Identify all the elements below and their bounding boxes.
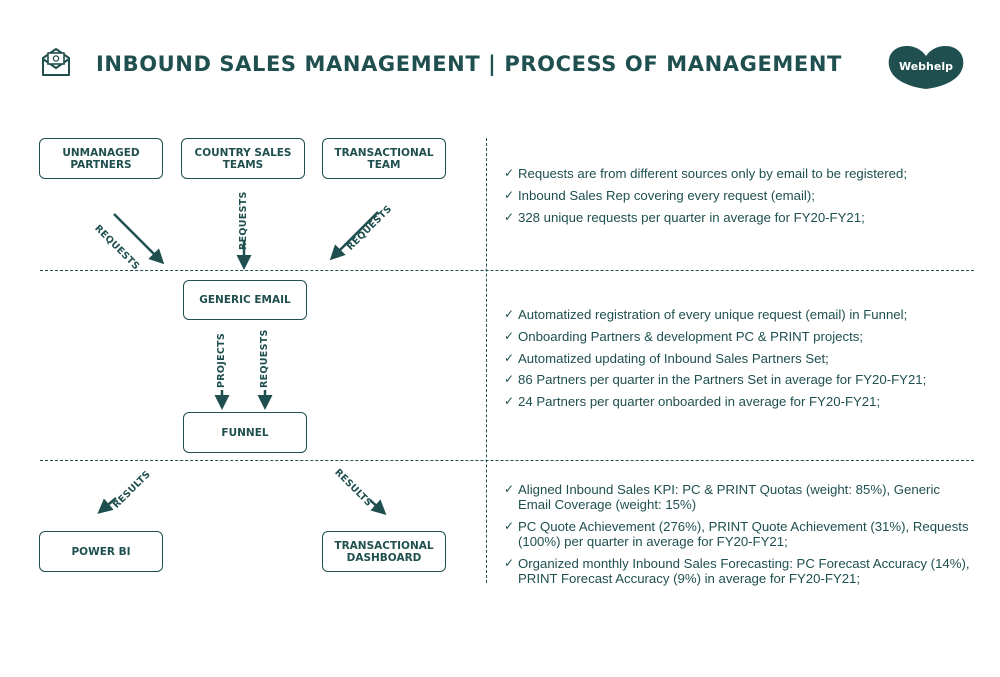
check-icon: ✓ — [504, 394, 515, 409]
section3-bullets: ✓Aligned Inbound Sales KPI: PC & PRINT Q… — [504, 482, 974, 592]
logo-text: Webhelp — [898, 60, 953, 73]
section-divider-2 — [40, 460, 974, 461]
arrow-label-requests-down: REQUESTS — [259, 329, 270, 388]
transactional-dashboard-box: TRANSACTIONAL DASHBOARD — [322, 531, 446, 572]
power-bi-box: POWER BI — [39, 531, 163, 572]
list-item: ✓86 Partners per quarter in the Partners… — [504, 372, 927, 388]
page-title: INBOUND SALES MANAGEMENT | PROCESS OF MA… — [96, 52, 842, 76]
check-icon: ✓ — [504, 187, 515, 202]
check-icon: ✓ — [504, 372, 515, 387]
list-item: ✓Onboarding Partners & development PC & … — [504, 328, 863, 344]
list-item: ✓Organized monthly Inbound Sales Forecas… — [504, 555, 970, 586]
unmanaged-partners-box: UNMANAGED PARTNERS — [39, 138, 163, 179]
arrow-label-projects: PROJECTS — [216, 332, 227, 388]
arrow-transactional-to-email — [329, 211, 379, 261]
check-icon: ✓ — [504, 209, 515, 224]
list-item: ✓Requests are from different sources onl… — [504, 166, 907, 181]
transactional-team-box: TRANSACTIONAL TEAM — [322, 138, 446, 179]
check-icon: ✓ — [504, 555, 515, 570]
country-sales-teams-box: COUNTRY SALES TEAMS — [181, 138, 305, 179]
list-item: ✓Aligned Inbound Sales KPI: PC & PRINT Q… — [504, 482, 940, 512]
section1-bullets: ✓Requests are from different sources onl… — [504, 166, 974, 231]
check-icon: ✓ — [504, 350, 515, 365]
arrow-label-requests-mid: REQUESTS — [238, 191, 249, 250]
arrow-funnel-to-dashboard — [369, 499, 387, 516]
check-icon: ✓ — [504, 482, 515, 496]
generic-email-box: GENERIC EMAIL — [183, 280, 307, 320]
section2-bullets: ✓Automatized registration of every uniqu… — [504, 307, 974, 416]
mail-icon — [42, 48, 70, 76]
check-icon: ✓ — [504, 166, 515, 180]
list-item: ✓PC Quote Achievement (276%), PRINT Quot… — [504, 518, 969, 549]
check-icon: ✓ — [504, 518, 515, 533]
list-item: ✓Automatized updating of Inbound Sales P… — [504, 350, 829, 366]
check-icon: ✓ — [504, 328, 515, 343]
webhelp-logo-icon — [888, 46, 964, 89]
arrow-funnel-to-powerbi — [97, 497, 117, 514]
list-item: ✓328 unique requests per quarter in aver… — [504, 209, 865, 225]
list-item: ✓Inbound Sales Rep covering every reques… — [504, 187, 815, 203]
list-item: ✓Automatized registration of every uniqu… — [504, 307, 908, 322]
check-icon: ✓ — [504, 307, 515, 321]
arrow-unmanaged-to-email — [113, 213, 165, 265]
section-divider-1 — [40, 270, 974, 271]
funnel-box: FUNNEL — [183, 412, 307, 453]
list-item: ✓24 Partners per quarter onboarded in av… — [504, 394, 881, 410]
column-divider — [486, 138, 487, 583]
